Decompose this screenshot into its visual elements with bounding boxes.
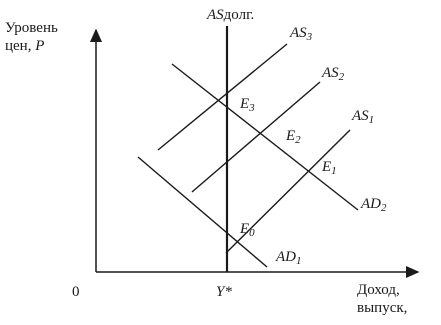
as2-label: AS2 [322, 65, 344, 86]
point-e0-sub: 0 [249, 227, 255, 239]
x-axis-label-line1: Доход, [357, 282, 400, 298]
as3-label-sub: 3 [306, 31, 313, 43]
point-e3-sub: 3 [249, 102, 255, 114]
y-axis-label-line2: цен, [5, 38, 36, 54]
ad1-line [137, 156, 268, 268]
ad2-line [171, 63, 359, 211]
ad2-label-sub: 2 [381, 202, 387, 214]
point-e1-text: E [322, 159, 332, 175]
ad1-label: AD1 [276, 249, 302, 270]
as1-line [225, 129, 351, 254]
ad1-label-text: AD [276, 249, 296, 265]
as3-label-text: AS [290, 25, 307, 41]
as-long-run-label-main: AS [207, 7, 224, 23]
point-e0-label: E0 [240, 221, 255, 242]
y-star-label: Y* [216, 284, 232, 300]
as1-label-sub: 1 [368, 114, 375, 126]
ad1-label-sub: 1 [296, 255, 302, 267]
as-long-run-label: ASдолг. [207, 7, 254, 24]
ad2-label-text: AD [361, 196, 381, 212]
as2-label-text: AS [322, 65, 339, 81]
as-long-run-label-suffix: долг. [223, 7, 255, 23]
y-axis-label-line1: Уровень [5, 20, 58, 36]
x-axis-label-line2: выпуск, [357, 300, 408, 316]
as3-line [157, 43, 288, 151]
as1-label-text: AS [352, 108, 369, 124]
origin-label: 0 [72, 284, 80, 300]
ad2-label: AD2 [361, 196, 387, 217]
x-axis-label: Доход, выпуск, [357, 281, 407, 317]
as3-label: AS3 [290, 25, 312, 46]
as1-label: AS1 [352, 108, 374, 129]
point-e3-text: E [240, 96, 250, 112]
point-e2-text: E [286, 128, 296, 144]
point-e2-label: E2 [286, 128, 301, 149]
point-e1-sub: 1 [331, 165, 337, 177]
point-e3-label: E3 [240, 96, 255, 117]
y-axis-label: Уровень цен, P [5, 19, 58, 55]
as2-line [191, 81, 321, 193]
as2-label-sub: 2 [338, 71, 345, 83]
point-e1-label: E1 [322, 159, 337, 180]
y-axis-variable: P [35, 38, 45, 54]
point-e2-sub: 2 [295, 134, 301, 146]
point-e0-text: E [240, 221, 250, 237]
